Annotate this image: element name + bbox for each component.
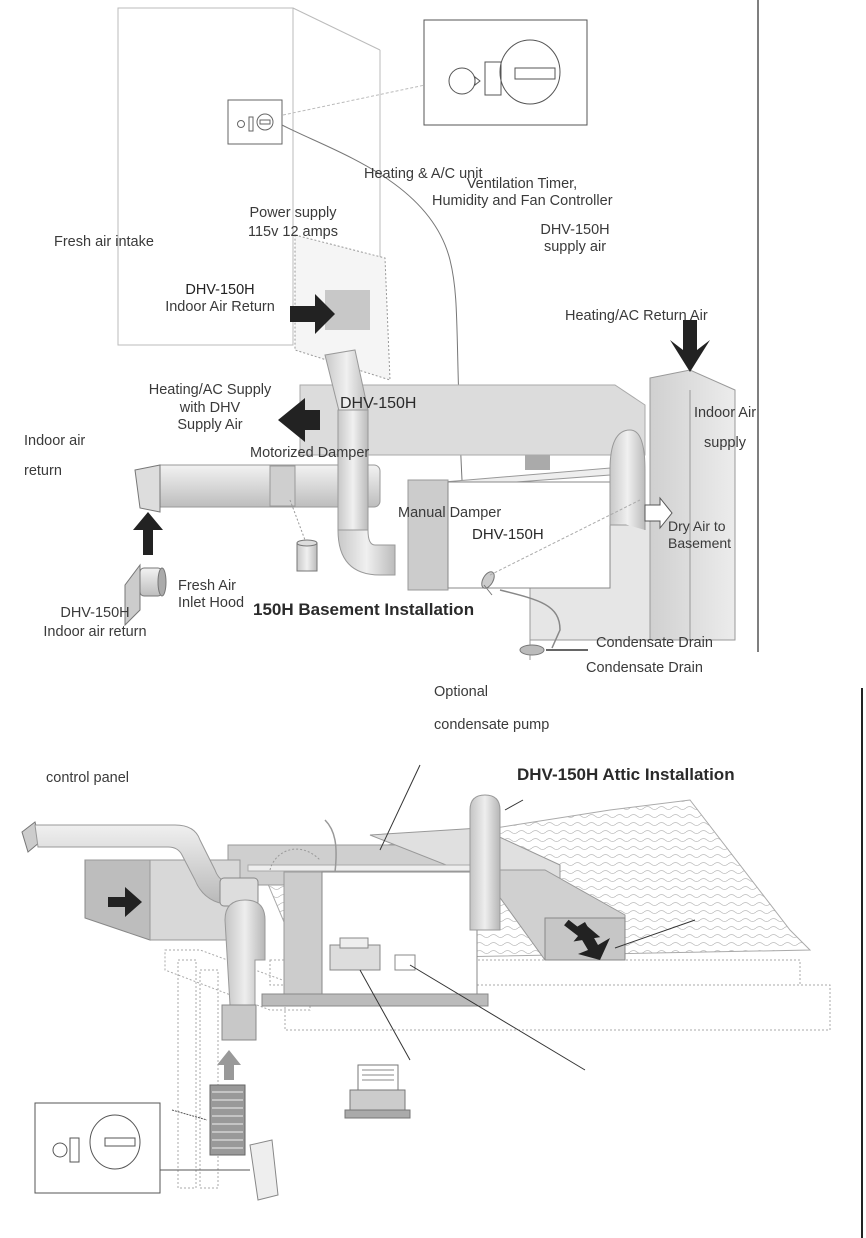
basement-installation-diagram: Ventilation Timer, Humidity and Fan Cont…	[117, 0, 759, 660]
motorized-damper-label: Motorized Damper	[250, 445, 370, 461]
heating-ac-unit-label: Heating & A/C unit	[364, 166, 483, 182]
dhv-supply-air-label: DHV-150H supply air	[525, 222, 625, 256]
indoor-air-return-label-line1: DHV-150H	[185, 282, 255, 298]
controller-detail-icon	[423, 19, 588, 126]
unit-label-basement: DHV-150H	[472, 526, 544, 543]
dhv-indoor-air-return-label-line1: DHV-150H	[60, 605, 130, 621]
indoor-air-supply-label-line2: supply	[704, 435, 746, 451]
unit-label-attic: DHV-150H	[340, 395, 417, 412]
motorized-damper-icon	[296, 539, 318, 572]
indoor-air-return-arrow	[290, 294, 335, 334]
dry-air-label-line1: Dry Air to	[668, 518, 726, 534]
fresh-air-arrow	[133, 512, 163, 555]
supply-air-label-line2: with DHV	[179, 399, 241, 416]
optional-condensate-pump-label: Optional condensate pump	[434, 676, 549, 742]
control-panel-label: control panel	[46, 770, 130, 786]
attic-illustration	[21, 688, 863, 1238]
controller-label-line1: Ventilation Timer,	[466, 176, 578, 192]
dhv-supply-air-label-line1: DHV-150H	[540, 222, 610, 238]
controller-label: Ventilation Timer, Humidity and Fan Cont…	[432, 176, 613, 210]
attic-title: DHV-150H Attic Installation	[517, 765, 735, 784]
joists	[164, 949, 311, 1189]
fresh-air-inlet-label: Fresh Air Inlet Hood	[178, 578, 244, 612]
fresh-air-inlet-label-line2: Inlet Hood	[178, 595, 245, 611]
supply-air-label-line3: Supply Air	[177, 417, 243, 433]
condensate-drain-label-basement: Condensate Drain	[596, 635, 713, 651]
dhv-supply-air-label-line2: supply air	[543, 239, 607, 255]
dhv-indoor-air-return-label: DHV-150H Indoor air return	[25, 604, 165, 642]
indoor-air-return-label-line2: return	[24, 463, 62, 479]
power-supply-label-line1: Power supply	[249, 205, 337, 221]
dhv-return-duct	[324, 349, 396, 576]
dhv-unit-basement	[407, 429, 646, 591]
dhv-indoor-air-return-label-line2: Indoor air return	[43, 624, 147, 640]
supply-air-label-line1: Heating/AC Supply	[148, 382, 272, 398]
dhv-return-arrow	[217, 1050, 241, 1080]
fresh-air-duct	[134, 464, 381, 513]
basement-title: 150H Basement Installation	[253, 600, 475, 619]
optional-condensate-pump-label-line1: Optional	[434, 684, 489, 700]
condensate-drain-label-attic: Condensate Drain	[586, 660, 703, 676]
condensate-drain-icon	[519, 644, 545, 656]
indoor-supply-leader	[614, 919, 696, 949]
wall-controller-icon	[227, 99, 283, 145]
manual-damper-icon	[481, 571, 495, 596]
supply-air-leader	[504, 799, 524, 811]
attic-installation-diagram: Heating & A/C unit Power supply 115v 12 …	[0, 166, 866, 1238]
optional-condensate-pump-label-line2: condensate pump	[434, 717, 550, 733]
fresh-air-inlet-hood-icon	[124, 563, 167, 627]
return-air-arrow	[670, 320, 710, 372]
return-grille	[294, 234, 391, 381]
return-air-label: Heating/AC Return Air	[565, 308, 708, 324]
manual-damper-label: Manual Damper	[398, 505, 502, 521]
dhv-return-duct-attic	[221, 899, 266, 1041]
condensate-pump-installed	[329, 937, 416, 971]
return-grille-attic	[209, 1084, 246, 1156]
supply-air-label: Heating/AC Supply with DHV Supply Air	[130, 382, 290, 435]
dhv-supply-air-riser	[469, 794, 501, 931]
indoor-air-return-label-line1: Indoor air	[24, 433, 86, 449]
optional-condensate-pump-icon	[344, 1064, 411, 1119]
control-panel-icon	[34, 1102, 161, 1194]
heating-ac-leader	[379, 764, 421, 851]
dry-air-arrow	[644, 496, 673, 530]
indoor-air-return-arrow	[108, 887, 142, 917]
controller-label-line2: Humidity and Fan Controller	[432, 193, 613, 209]
power-supply-label-line2: 115v 12 amps	[247, 224, 338, 240]
basement-illustration	[117, 0, 759, 660]
supply-air-arrow	[278, 398, 320, 442]
indoor-air-return-label: Indoor air return	[24, 426, 85, 486]
indoor-air-supply-arrow	[575, 922, 610, 960]
fresh-air-intake-label: Fresh air intake	[54, 234, 154, 250]
power-supply-label: Power supply 115v 12 amps	[228, 204, 358, 242]
indoor-air-return-label-line2: Indoor Air Return	[165, 299, 275, 315]
dry-air-label: Dry Air to Basement	[668, 518, 731, 552]
wall-plate	[249, 1139, 279, 1201]
dry-air-label-line2: Basement	[668, 535, 732, 551]
fresh-air-inlet-label-line1: Fresh Air	[178, 578, 237, 594]
return-air-duct	[529, 369, 736, 660]
indoor-air-supply-label: Indoor Air supply	[675, 398, 775, 458]
indoor-air-return-label: DHV-150H Indoor Air Return	[150, 282, 290, 316]
supply-plenum	[299, 384, 646, 470]
dhv-unit-attic	[247, 864, 489, 1007]
indoor-air-supply-label-line1: Indoor Air	[693, 405, 757, 421]
